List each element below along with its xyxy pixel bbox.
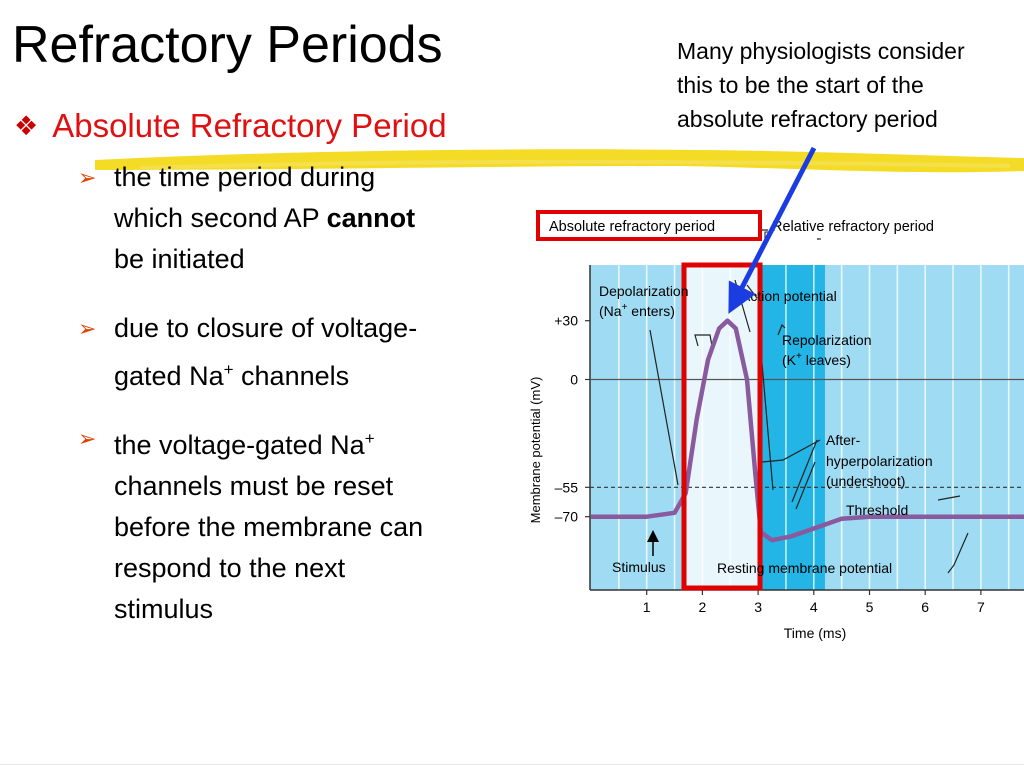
y-tick-label: +30 — [554, 313, 578, 329]
action-potential-trace — [591, 318, 1024, 543]
point-text: channels must be reset — [114, 471, 394, 501]
repolarization-label: Repolarization — [782, 332, 872, 348]
point-text: before the membrane can — [114, 512, 424, 542]
threshold-label: Threshold — [846, 502, 908, 518]
heading-text: Absolute Refractory Period — [52, 107, 447, 144]
point-text: gated Na — [114, 361, 224, 391]
superscript: + — [223, 360, 234, 379]
depolarization-label: Depolarization — [599, 283, 689, 299]
x-tick-label: 6 — [921, 599, 929, 615]
point-text: stimulus — [114, 594, 214, 624]
point-text: the voltage-gated Na — [114, 430, 365, 460]
point-text: due to closure of voltage- — [114, 313, 418, 343]
relative-period-label: Relative refractory period — [772, 219, 934, 235]
x-tick-label: 4 — [810, 599, 818, 615]
point-text: channels — [233, 361, 350, 391]
arrow-bullet-icon: ➢ — [78, 426, 97, 451]
arrow-bullet-icon: ➢ — [78, 165, 97, 190]
y-tick-label: –70 — [555, 509, 579, 525]
point-text: be initiated — [114, 244, 245, 274]
after-label-3: (undershoot) — [826, 473, 905, 489]
stimulus-label: Stimulus — [612, 559, 666, 575]
y-tick-label: 0 — [570, 372, 578, 388]
action-potential-chart: +30 0 –55 –70 1 2 3 4 5 6 7 Membrane potential (m… — [528, 210, 1024, 641]
after-label-2: hyperpolarization — [826, 453, 933, 469]
point-text: which second AP — [114, 203, 327, 233]
x-tick-label: 5 — [866, 599, 874, 615]
y-tick-label: –55 — [555, 479, 579, 495]
point-emphasis: cannot — [326, 203, 416, 233]
annotation-note: Many physiologists consider this to be t… — [677, 38, 965, 132]
x-tick-label: 2 — [699, 599, 707, 615]
arrow-bullet-icon: ➢ — [78, 316, 97, 341]
superscript: + — [364, 429, 375, 448]
action-potential-label: Action potential — [741, 288, 837, 304]
x-tick-label: 7 — [977, 599, 985, 615]
absolute-period-label: Absolute refractory period — [549, 219, 715, 235]
depolarization-sublabel: (Na+ enters) — [599, 302, 675, 319]
absolute-period-box — [536, 210, 762, 241]
absolute-period-highlight — [681, 262, 763, 591]
x-tick-label: 1 — [643, 599, 651, 615]
resting-potential-label: Resting membrane potential — [717, 560, 892, 576]
slide-title: Refractory Periods — [12, 16, 443, 74]
point-text: respond to the next — [114, 553, 346, 583]
y-axis-label: Membrane potential (mV) — [528, 377, 543, 524]
repolarization-sublabel: (K+ leaves) — [782, 351, 851, 368]
x-axis-label: Time (ms) — [784, 625, 846, 641]
footer-divider — [0, 764, 1024, 765]
after-label-1: After- — [826, 432, 861, 448]
section-heading: ❖ Absolute Refractory Period — [14, 104, 447, 148]
x-tick-label: 3 — [754, 599, 762, 615]
point-text: the time period during — [114, 162, 376, 192]
diamond-bullet-icon: ❖ — [14, 111, 39, 141]
